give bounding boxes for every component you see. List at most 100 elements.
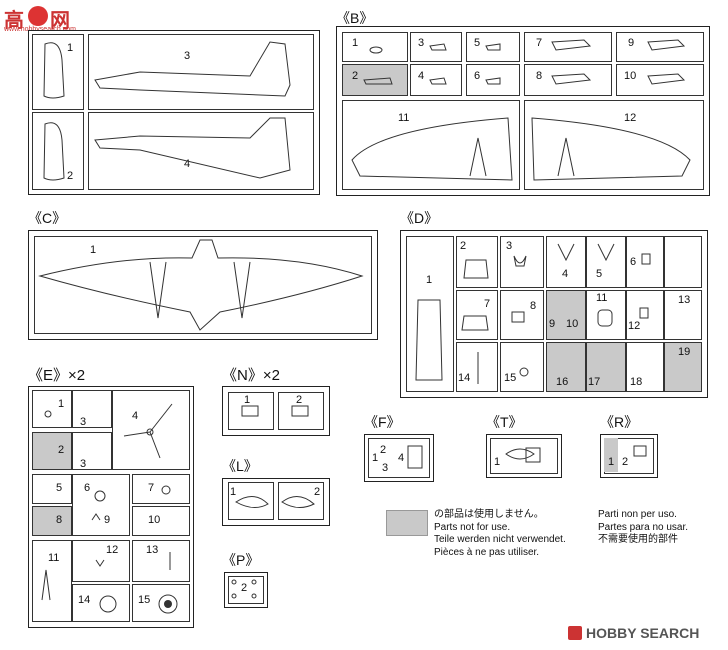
sprue-d-part-6-frame [626, 236, 664, 288]
sprue-e-part-15-frame [132, 584, 190, 622]
sprue-d-part-3-label: 3 [506, 240, 513, 252]
legend-zh: 不需要使用的部件 [598, 534, 678, 545]
sprue-e-part-14-frame [72, 584, 130, 622]
sprue-c-part-1-frame [34, 236, 372, 334]
legend-de: Teile werden nicht verwendet. [434, 534, 566, 545]
sprue-d-part-17-label: 17 [588, 376, 601, 388]
sprue-r-part-2-label: 2 [622, 456, 629, 468]
sprue-d-part-1-label: 1 [426, 274, 433, 286]
hobbysearch-watermark: HOBBY SEARCH [568, 624, 724, 644]
sprue-e-part-3a-label: 3 [80, 416, 87, 428]
sprue-n-part-1-label: 1 [244, 394, 251, 406]
sprue-e-part-9-label: 9 [104, 514, 111, 526]
sprue-d-part-8-frame [500, 290, 544, 340]
sprue-d-part-18-label: 18 [630, 376, 643, 388]
sprue-e-part-6-9-frame [72, 474, 130, 536]
sprue-d-part-19-frame [664, 342, 702, 392]
sprue-d-part-5-label: 5 [596, 268, 603, 280]
sprue-b-part-10-frame [616, 64, 704, 96]
sprue-b-part-4-frame [410, 64, 462, 96]
sprue-d-part-14-label: 14 [458, 372, 471, 384]
sprue-e-part-5-frame [32, 474, 72, 504]
sprue-t-part-1-label: 1 [494, 456, 501, 468]
sprue-b-part-5-frame [466, 32, 520, 62]
sprue-d-part-spare-frame [664, 236, 702, 288]
sprue-t-title: 《T》 [486, 414, 523, 430]
sprue-b-part-4-label: 4 [418, 70, 425, 82]
sprue-e-part-8-label: 8 [56, 514, 63, 526]
sprue-d-part-7-frame [456, 290, 498, 340]
sprue-d-part-4-label: 4 [562, 268, 569, 280]
sprue-c-title: 《C》 [28, 210, 67, 226]
watermark-char: 高 [4, 10, 24, 32]
sprue-e-part-2-label: 2 [58, 444, 65, 456]
sprue-e-part-10-label: 10 [148, 514, 161, 526]
sprue-f-title: 《F》 [364, 414, 401, 430]
sprue-e-part-11-frame [32, 540, 72, 622]
sprue-f-part-1-label: 1 [372, 452, 379, 464]
sprue-l-part-1-frame [228, 482, 274, 520]
sprue-b-part-11-frame [342, 100, 520, 190]
sprue-e-part-8-frame [32, 506, 72, 536]
sprue-c-part-1-label: 1 [90, 244, 97, 256]
sprue-b-part-12-frame [524, 100, 704, 190]
sprue-n-title: 《N》×2 [222, 367, 280, 384]
sprue-b-part-8-label: 8 [536, 70, 543, 82]
sprue-b-title: 《B》 [336, 10, 374, 26]
sprue-d-part-9-10-frame [546, 290, 586, 340]
sprue-d-part-14-frame [456, 342, 498, 392]
sprue-b-part-2-label: 2 [352, 70, 359, 82]
sprue-e-part-10-frame [132, 506, 190, 536]
sprue-a-part-2-label: 2 [67, 170, 74, 182]
sprue-d-part-5-frame [586, 236, 626, 288]
sprue-d-part-2-frame [456, 236, 498, 288]
sprue-f-part-3-label: 3 [382, 462, 389, 474]
sprue-e-part-3a-frame [72, 390, 112, 428]
legend-en: Parts not for use. [434, 521, 511, 533]
sprue-b-part-7-frame [524, 32, 612, 62]
sprue-e-part-7-label: 7 [148, 482, 155, 494]
watermark-char-2: 网 [50, 10, 70, 32]
sprue-d-part-15-label: 15 [504, 372, 517, 384]
watermark-logo: 高 网 www.hobbysearch.com [4, 4, 76, 34]
sprue-e-part-12-frame [72, 540, 130, 582]
sprue-b-part-7-label: 7 [536, 37, 543, 49]
watermark-emblem [28, 6, 48, 26]
sprue-b-part-1-label: 1 [352, 37, 359, 49]
sprue-e-part-3b-label: 3 [80, 458, 87, 470]
sprue-p-part-2-label: 2 [241, 582, 248, 594]
sprue-d-part-8-label: 8 [530, 300, 537, 312]
sprue-d-part-19-label: 19 [678, 346, 691, 358]
sprue-e-part-15-label: 15 [138, 594, 151, 606]
sprue-d-part-15-frame [500, 342, 544, 392]
sprue-e-part-1-frame [32, 390, 72, 428]
sprue-e-part-11-label: 11 [48, 552, 60, 564]
sprue-e-title: 《E》×2 [28, 367, 86, 384]
sprue-b-part-12-label: 12 [624, 112, 637, 124]
sprue-e-part-13-frame [132, 540, 190, 582]
sprue-e-part-6-label: 6 [84, 482, 91, 494]
sprue-e-part-4-label: 4 [132, 410, 139, 422]
sprue-d-part-11-label: 11 [596, 292, 608, 304]
sprue-e-part-1-label: 1 [58, 398, 65, 410]
sprue-a-part-3-frame [88, 34, 314, 110]
sprue-b-part-9-label: 9 [628, 37, 635, 49]
sprue-d-part-13-frame [664, 290, 702, 340]
sprue-l-part-2-frame [278, 482, 324, 520]
sprue-b-part-10-label: 10 [624, 70, 637, 82]
sprue-p-title: 《P》 [222, 552, 260, 568]
sprue-d-part-16-label: 16 [556, 376, 569, 388]
sprue-e-part-5-label: 5 [56, 482, 63, 494]
watermark-url: www.hobbysearch.com [4, 26, 76, 33]
sprue-p-part-2-frame [228, 576, 264, 604]
legend-col1: の部品は使用しません。 Parts not for use. Teile wer… [434, 509, 566, 559]
sprue-b-part-3-label: 3 [418, 37, 425, 49]
sprue-d-part-9-label: 9 [549, 318, 556, 330]
sprue-n-part-2-frame [278, 392, 324, 430]
